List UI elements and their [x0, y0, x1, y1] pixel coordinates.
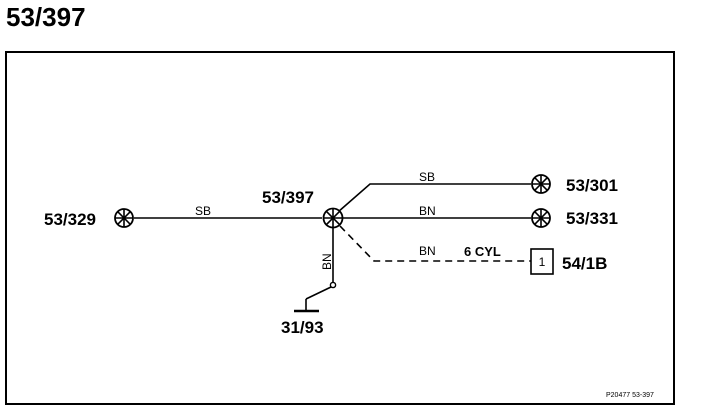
wire-dashed-right-color: BN [419, 244, 436, 258]
wire-dashed-right [339, 225, 531, 262]
ground-node-label: 31/93 [281, 318, 324, 337]
center-node-icon [322, 207, 344, 229]
left-node-icon [114, 208, 134, 228]
wire-mid-right-color: BN [419, 204, 436, 218]
variant-note: 6 CYL [464, 244, 501, 259]
page-title: 53/397 [6, 2, 86, 32]
right-top-node-label: 53/301 [566, 176, 618, 195]
switch-lever [305, 286, 332, 300]
right-mid-node-label: 53/331 [566, 209, 618, 228]
wire-top-right-color: SB [419, 170, 435, 184]
connector-node-label: 54/1B [562, 254, 607, 273]
connector-pin-label: 1 [539, 255, 546, 269]
right-mid-node-icon [531, 208, 551, 228]
reference-code: P20477 53-397 [606, 392, 654, 399]
switch-contact [329, 281, 337, 289]
center-node-label: 53/397 [262, 188, 314, 207]
wire-ground-color: BN [320, 253, 334, 270]
wire-left-color: SB [195, 204, 211, 218]
connector-box [530, 248, 554, 275]
right-top-node-icon [531, 174, 551, 194]
diagram-frame [5, 51, 675, 405]
left-node-label: 53/329 [44, 210, 96, 229]
wire-top-right [337, 183, 531, 213]
